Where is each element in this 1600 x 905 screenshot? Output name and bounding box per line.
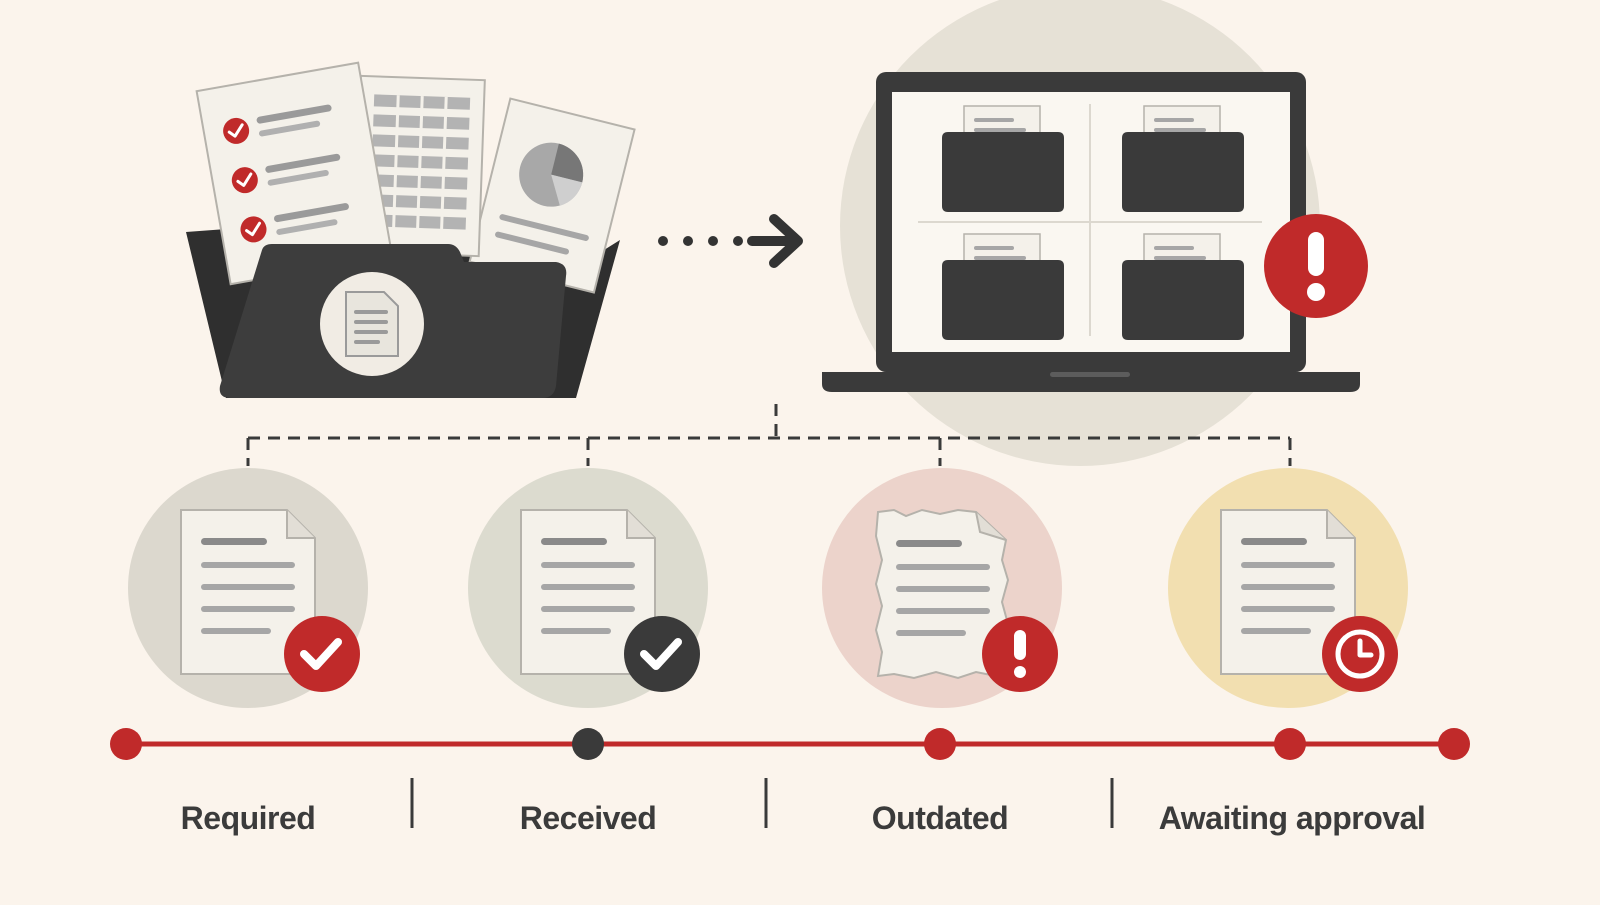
check-badge-icon	[284, 616, 360, 692]
label-dividers	[410, 778, 1114, 828]
source-folder-icon	[186, 61, 636, 398]
dotted-arrow-right-icon	[658, 214, 803, 268]
status-node-required	[128, 468, 368, 708]
status-label-required: Required	[180, 800, 316, 836]
status-label-outdated: Outdated	[871, 800, 1009, 836]
timeline-dot	[572, 728, 604, 760]
checklist-document-icon	[195, 61, 394, 286]
status-label-awaiting-approval: Awaiting approval	[1158, 800, 1426, 836]
check-badge-icon	[624, 616, 700, 692]
timeline-dot	[1438, 728, 1470, 760]
clock-badge-icon	[1322, 616, 1398, 692]
status-timeline	[110, 728, 1470, 760]
timeline-dot	[1274, 728, 1306, 760]
timeline-dot	[924, 728, 956, 760]
document-emblem-icon	[345, 291, 399, 357]
laptop-with-folders-icon	[822, 0, 1360, 466]
worn-document-icon	[874, 508, 1010, 680]
connector-lines	[246, 404, 1292, 466]
status-node-outdated	[822, 468, 1062, 708]
status-node-awaiting-approval	[1168, 468, 1408, 708]
pie-chart-document-icon	[468, 97, 636, 294]
timeline-dot	[110, 728, 142, 760]
exclamation-alert-icon	[1264, 214, 1368, 318]
exclamation-badge-icon	[982, 616, 1058, 692]
status-label-received: Received	[519, 800, 657, 836]
status-node-received	[468, 468, 708, 708]
